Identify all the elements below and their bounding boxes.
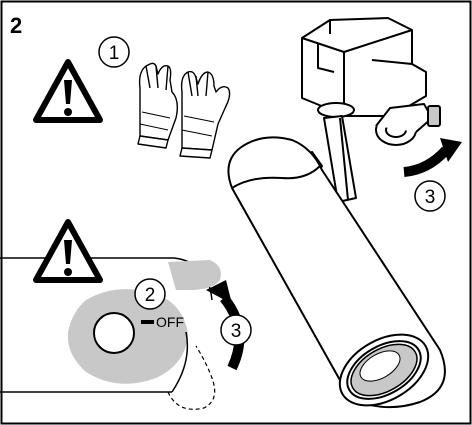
svg-text:1: 1 [109,43,120,64]
track-adapter [301,17,427,117]
svg-text:2: 2 [145,285,156,306]
off-label: OFF [156,314,184,330]
callout-3-right: 3 [414,180,446,212]
mounting-arm [323,115,357,203]
callout-2: 2 [134,278,166,310]
curved-arrow-icon [403,138,462,177]
callout-1: 1 [98,36,130,68]
step-number: 2 [10,13,22,38]
gloves-icon [137,62,231,159]
svg-text:3: 3 [425,187,436,208]
spotlight-illustration [227,17,446,409]
callout-3-left: 3 [220,314,252,346]
warning-triangle-icon [33,59,103,123]
switch-lever [168,260,221,290]
svg-text:3: 3 [231,321,242,342]
warning-triangle-icon [33,219,103,283]
